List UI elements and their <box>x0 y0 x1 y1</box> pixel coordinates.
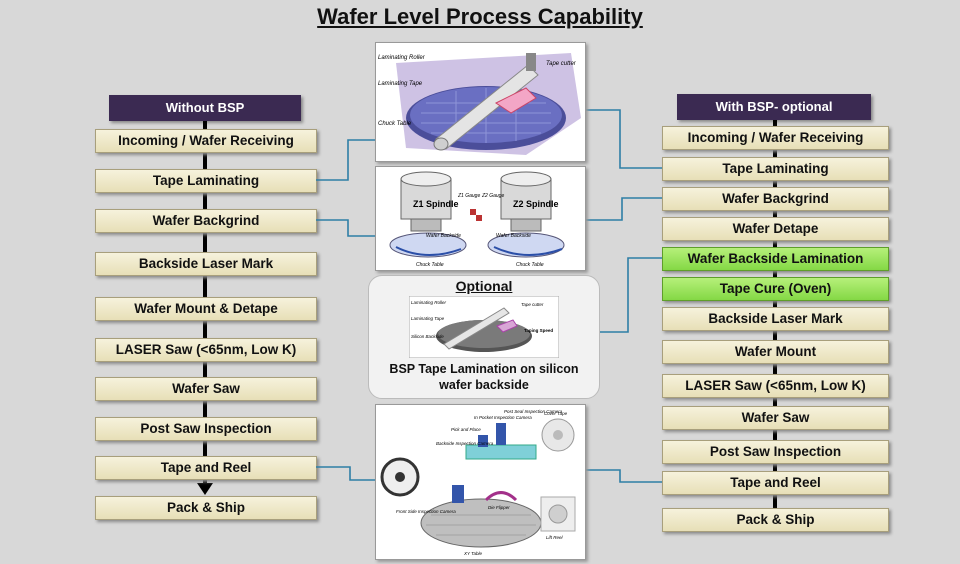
left-step-pack-ship[interactable]: Pack & Ship <box>95 496 317 520</box>
label-chuck-table-1: Chuck Table <box>416 262 444 268</box>
right-step-incoming[interactable]: Incoming / Wafer Receiving <box>662 126 889 150</box>
right-step-post-saw-inspection[interactable]: Post Saw Inspection <box>662 440 889 464</box>
label-opt-laminating-roller: Laminating Roller <box>411 300 447 305</box>
label-post-seal-camera: Post Seal Inspection Camera <box>504 409 563 414</box>
left-step-tape-and-reel[interactable]: Tape and Reel <box>95 456 317 480</box>
label-pick-and-place: Pick and Place <box>451 427 481 432</box>
label-laminating-tape: Laminating Tape <box>378 81 423 87</box>
label-opt-laminating-tape: Laminating Tape <box>411 316 445 321</box>
optional-caption-line2: wafer backside <box>439 378 529 392</box>
label-wafer-backside-1: Wafer Backside <box>426 233 461 239</box>
right-step-tape-cure[interactable]: Tape Cure (Oven) <box>662 277 889 301</box>
label-opt-taping-speed: Taping Speed <box>524 328 553 333</box>
right-step-wafer-detape[interactable]: Wafer Detape <box>662 217 889 241</box>
optional-caption: BSP Tape Lamination on silicon wafer bac… <box>369 361 599 393</box>
right-step-wafer-backgrind[interactable]: Wafer Backgrind <box>662 187 889 211</box>
label-backside-inspection-camera: Backside Inspection Camera <box>436 441 494 446</box>
right-step-tape-and-reel[interactable]: Tape and Reel <box>662 471 889 495</box>
left-step-backside-laser-mark[interactable]: Backside Laser Mark <box>95 252 317 276</box>
label-die-flipper: Die Flipper <box>488 505 510 510</box>
left-step-incoming[interactable]: Incoming / Wafer Receiving <box>95 129 317 153</box>
optional-title: Optional <box>455 278 513 294</box>
bsp-lamination-illustration: Laminating Roller Laminating Tape Silico… <box>409 296 559 358</box>
optional-caption-line1: BSP Tape Lamination on silicon <box>389 362 579 376</box>
left-step-tape-laminating[interactable]: Tape Laminating <box>95 169 317 193</box>
right-step-laser-saw[interactable]: LASER Saw (<65nm, Low K) <box>662 374 889 398</box>
right-step-backside-laser-mark[interactable]: Backside Laser Mark <box>662 307 889 331</box>
left-step-wafer-mount-detape[interactable]: Wafer Mount & Detape <box>95 297 317 321</box>
label-front-side-camera: Front Side Inspection Camera <box>396 509 456 514</box>
right-step-tape-laminating[interactable]: Tape Laminating <box>662 157 889 181</box>
label-in-pocket-camera: In Pocket Inspection Camera <box>474 415 532 420</box>
lamination-illustration: Laminating Roller Laminating Tape Chuck … <box>375 42 586 162</box>
right-column-header: With BSP- optional <box>677 94 871 120</box>
left-step-wafer-backgrind[interactable]: Wafer Backgrind <box>95 209 317 233</box>
label-chuck-table-2: Chuck Table <box>516 262 544 268</box>
label-tape-cutter: Tape cutter <box>546 61 577 67</box>
label-opt-silicon-backside: Silicon Backside <box>411 334 444 339</box>
page-title: Wafer Level Process Capability <box>317 4 643 29</box>
label-z2-spindle: Z2 Spindle <box>513 199 559 209</box>
label-laminating-roller: Laminating Roller <box>378 55 426 61</box>
label-lift-reel: Lift Reel <box>546 535 564 540</box>
label-cover-tape: Cover Tape <box>544 411 568 416</box>
label-opt-tape-cutter: Tape cutter <box>521 302 544 307</box>
right-step-wafer-mount[interactable]: Wafer Mount <box>662 340 889 364</box>
left-flow-arrowhead <box>197 483 213 495</box>
tape-and-reel-illustration: Backside Inspection Camera Pick and Plac… <box>375 404 586 560</box>
left-column-header: Without BSP <box>109 95 301 121</box>
label-xy-table: XY Table <box>463 551 483 556</box>
label-z1-spindle: Z1 Spindle <box>413 199 459 209</box>
right-step-pack-ship[interactable]: Pack & Ship <box>662 508 889 532</box>
optional-bsp-panel: Optional Laminating Roller Laminating Ta… <box>368 275 600 399</box>
label-wafer-backside-2: Wafer Backside <box>496 233 531 239</box>
label-z2-gauge: Z2 Gauge <box>481 193 504 199</box>
backgrind-illustration: Z1 Spindle Z2 Spindle Z1 Gauge Z2 Gauge … <box>375 166 586 271</box>
label-z1-gauge: Z1 Gauge <box>457 193 480 199</box>
label-chuck-table: Chuck Table <box>378 121 412 127</box>
right-step-wafer-saw[interactable]: Wafer Saw <box>662 406 889 430</box>
left-step-laser-saw[interactable]: LASER Saw (<65nm, Low K) <box>95 338 317 362</box>
left-step-post-saw-inspection[interactable]: Post Saw Inspection <box>95 417 317 441</box>
left-step-wafer-saw[interactable]: Wafer Saw <box>95 377 317 401</box>
right-step-backside-lamination[interactable]: Wafer Backside Lamination <box>662 247 889 271</box>
